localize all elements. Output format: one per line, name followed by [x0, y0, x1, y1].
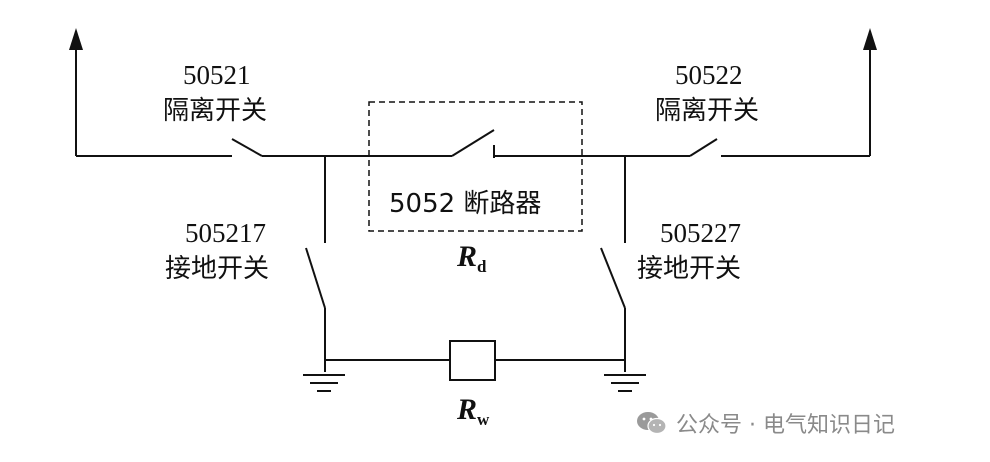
left-isolator-code: 50521 [183, 60, 251, 90]
right-ground-name: 接地开关 [637, 254, 742, 284]
left-ground-name: 接地开关 [165, 254, 270, 284]
left-up-arrow [69, 28, 83, 50]
left-isolator-name: 隔离开关 [163, 96, 268, 126]
rd-label: Rd [457, 240, 486, 277]
right-isolator-blade [689, 138, 718, 157]
rw-label: Rw [457, 393, 489, 430]
rd-subscript: d [477, 257, 487, 276]
breaker-label: 5052 断路器 [389, 189, 542, 219]
right-isolator-name: 隔离开关 [655, 96, 760, 126]
left-ground-code: 505217 [185, 218, 266, 248]
wechat-icon [637, 412, 667, 435]
right-ground-blade [600, 247, 626, 309]
rw-subscript: w [477, 410, 490, 429]
left-isolator-blade [231, 138, 263, 157]
rw-symbol: R [457, 393, 478, 426]
right-ground-code: 505227 [660, 218, 741, 248]
right-isolator-code: 50522 [675, 60, 743, 90]
watermark-text: 公众号 · 电气知识日记 [676, 413, 895, 438]
rd-symbol: R [457, 240, 478, 273]
left-ground-blade [305, 247, 326, 309]
breaker-blade [451, 129, 495, 157]
watermark: 公众号 · 电气知识日记 [636, 407, 895, 439]
rw-resistor-box [449, 340, 496, 381]
right-up-arrow [863, 28, 877, 50]
